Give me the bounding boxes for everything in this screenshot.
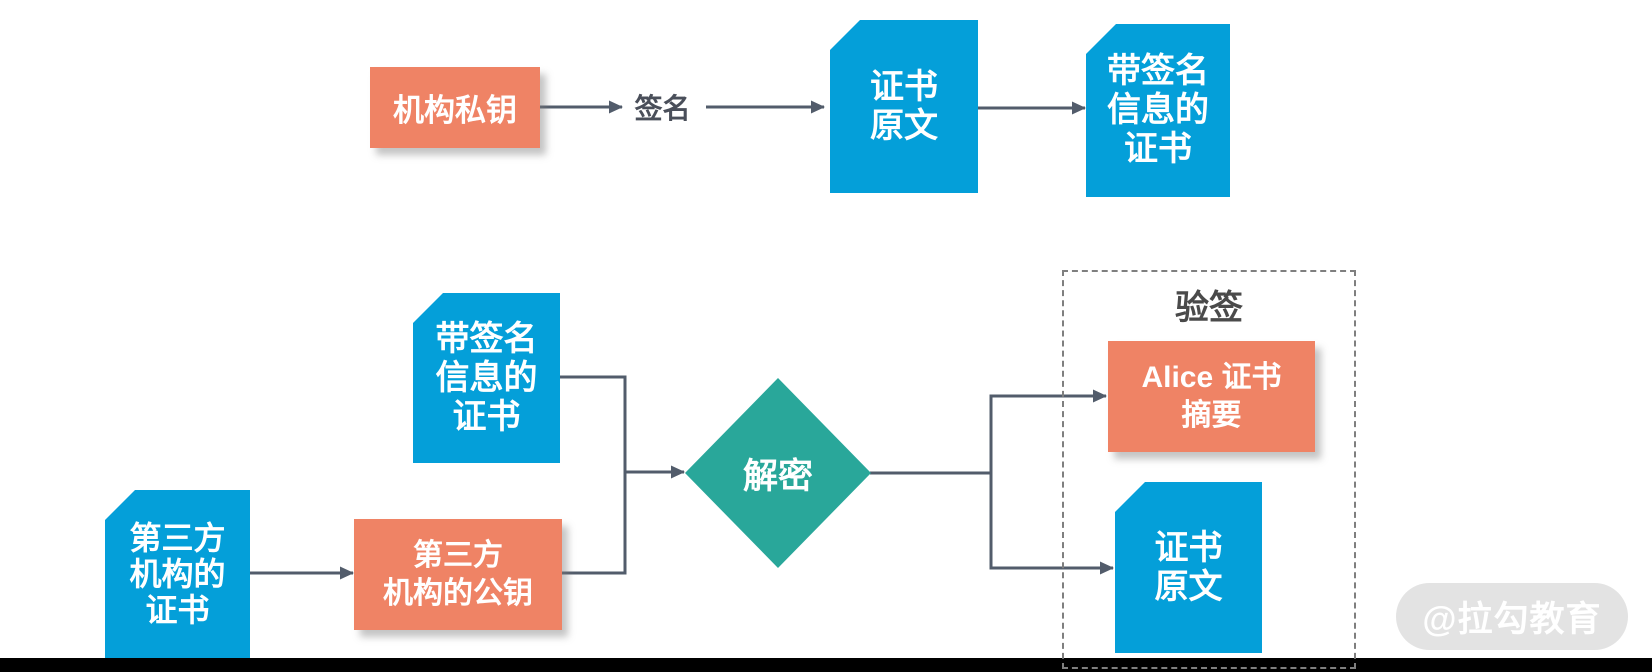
org-private-key-box: 机构私钥 <box>370 67 540 148</box>
merge-line-signedcert-pubkey <box>560 375 627 575</box>
third-party-cert-doc: 第三方 机构的 证书 <box>105 490 250 658</box>
verify-dashed-box: 验签 <box>1062 270 1356 669</box>
alice-digest-box: Alice 证书 摘要 <box>1108 341 1315 452</box>
org-private-key-label: 机构私钥 <box>393 93 517 128</box>
signed-cert-doc-verify: 带签名 信息的 证书 <box>413 293 560 463</box>
signed-cert-doc-top: 带签名 信息的 证书 <box>1086 24 1230 197</box>
cert-original-doc-top: 证书 原文 <box>830 20 978 193</box>
watermark-badge: @拉勾教育 <box>1396 583 1628 650</box>
sign-arrow-label: 签名 <box>634 93 691 124</box>
third-party-pubkey-box: 第三方 机构的公钥 <box>354 519 562 630</box>
verify-title: 验签 <box>1175 289 1243 327</box>
footer-bar <box>0 658 1652 672</box>
cert-original-doc-verify: 证书 原文 <box>1115 482 1262 653</box>
